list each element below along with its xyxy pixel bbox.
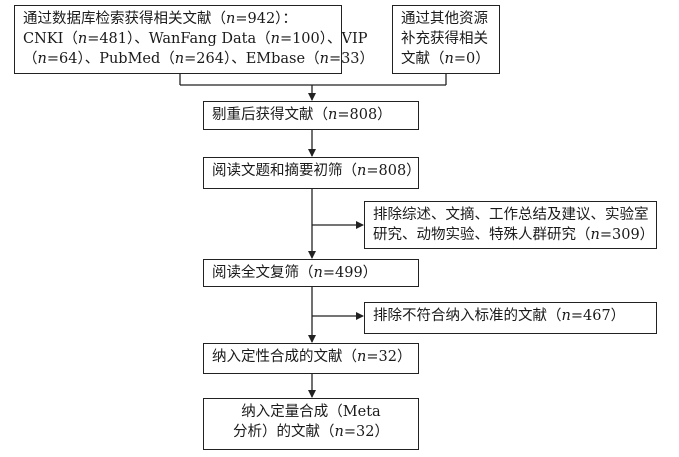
exclude1-line-2: 研究、动物实验、特殊人群研究（n=309） (373, 227, 655, 243)
exclusion-box-1: 排除综述、文摘、工作总结及建议、实验室 研究、动物实验、特殊人群研究（n=309… (364, 201, 657, 249)
fulltext-screen-box: 阅读全文复筛（n=499） (203, 259, 419, 287)
other-line-1: 通过其他资源 (401, 11, 488, 27)
exclude1-line-1: 排除综述、文摘、工作总结及建议、实验室 (373, 207, 649, 223)
database-line-1: 通过数据库检索获得相关文献（n=942）： (23, 11, 297, 27)
other-line-2: 补充获得相关 (401, 31, 488, 47)
database-line-3: （n=64）、PubMed（n=264）、EMbase（n=33） (23, 51, 375, 67)
database-line-2: CNKI（n=481）、WanFang Data（n=100）、VIP (23, 31, 368, 47)
qualitative-synthesis-box: 纳入定性合成的文献（n=32） (203, 343, 419, 374)
fulltext-label: 阅读全文复筛（n=499） (212, 265, 378, 281)
qualitative-label: 纳入定性合成的文献（n=32） (212, 349, 412, 365)
screen-label: 阅读文题和摘要初筛（n=808） (212, 163, 421, 179)
title-abstract-screen-box: 阅读文题和摘要初筛（n=808） (203, 157, 421, 189)
quantitative-line-2: 分析）的文献（n=32） (233, 424, 389, 440)
database-search-box: 通过数据库检索获得相关文献（n=942）： CNKI（n=481）、WanFan… (14, 5, 375, 74)
quantitative-line-1: 纳入定量合成（Meta (241, 404, 381, 420)
other-line-3: 文献（n=0） (401, 51, 490, 67)
dedup-label: 剔重后获得文献（n=808） (212, 107, 392, 123)
quantitative-synthesis-box: 纳入定量合成（Meta 分析）的文献（n=32） (203, 398, 419, 450)
exclude2-label: 排除不符合纳入标准的文献（n=467） (373, 308, 626, 324)
dedup-box: 剔重后获得文献（n=808） (203, 101, 419, 130)
other-sources-box: 通过其他资源 补充获得相关 文献（n=0） (392, 5, 500, 74)
exclusion-box-2: 排除不符合纳入标准的文献（n=467） (364, 302, 657, 334)
